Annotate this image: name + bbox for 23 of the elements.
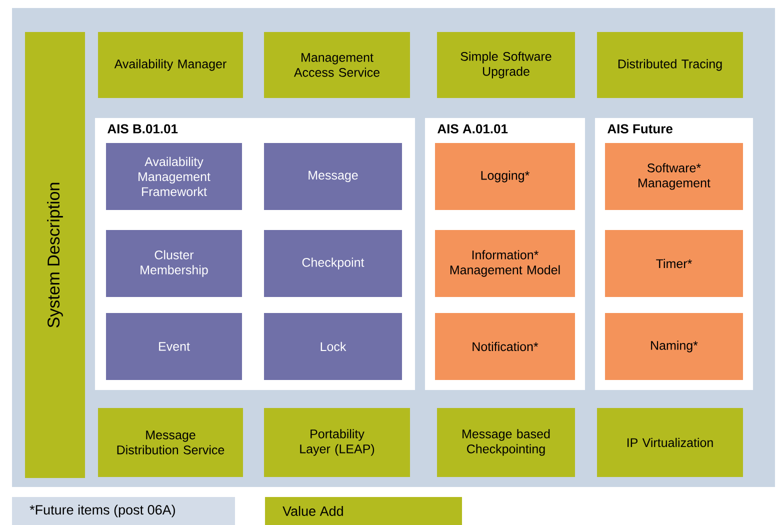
component-box: IP Virtualization	[597, 408, 743, 477]
legend-label: Value Add	[282, 506, 343, 516]
vertical-bar: System Description	[25, 32, 85, 478]
component-box: Timer*	[605, 230, 743, 297]
component-box: Simple Software Upgrade	[437, 32, 575, 98]
component-box: Distributed Tracing	[597, 32, 743, 98]
component-box: Message	[264, 143, 402, 210]
component-box: Message Distribution Service	[98, 408, 243, 477]
component-box: Checkpoint	[264, 230, 402, 297]
component-box: Portability Layer (LEAP)	[264, 408, 410, 477]
component-box: Lock	[264, 313, 402, 380]
component-box: Software* Management	[605, 143, 743, 210]
component-box: Cluster Membership	[106, 230, 242, 297]
legend-label: *Future items (post 06A)	[30, 504, 175, 518]
component-box: Availability Manager	[98, 32, 243, 98]
component-box: Management Access Service	[264, 32, 410, 98]
component-box: Event	[106, 313, 242, 380]
component-box: Notification*	[435, 313, 575, 380]
component-box: Information* Management Model	[435, 230, 575, 297]
component-box: Message based Checkpointing	[437, 408, 575, 477]
component-box: Availability Management Frameworkt	[106, 143, 242, 210]
component-box: Logging*	[435, 143, 575, 210]
component-box: Naming*	[605, 313, 743, 380]
